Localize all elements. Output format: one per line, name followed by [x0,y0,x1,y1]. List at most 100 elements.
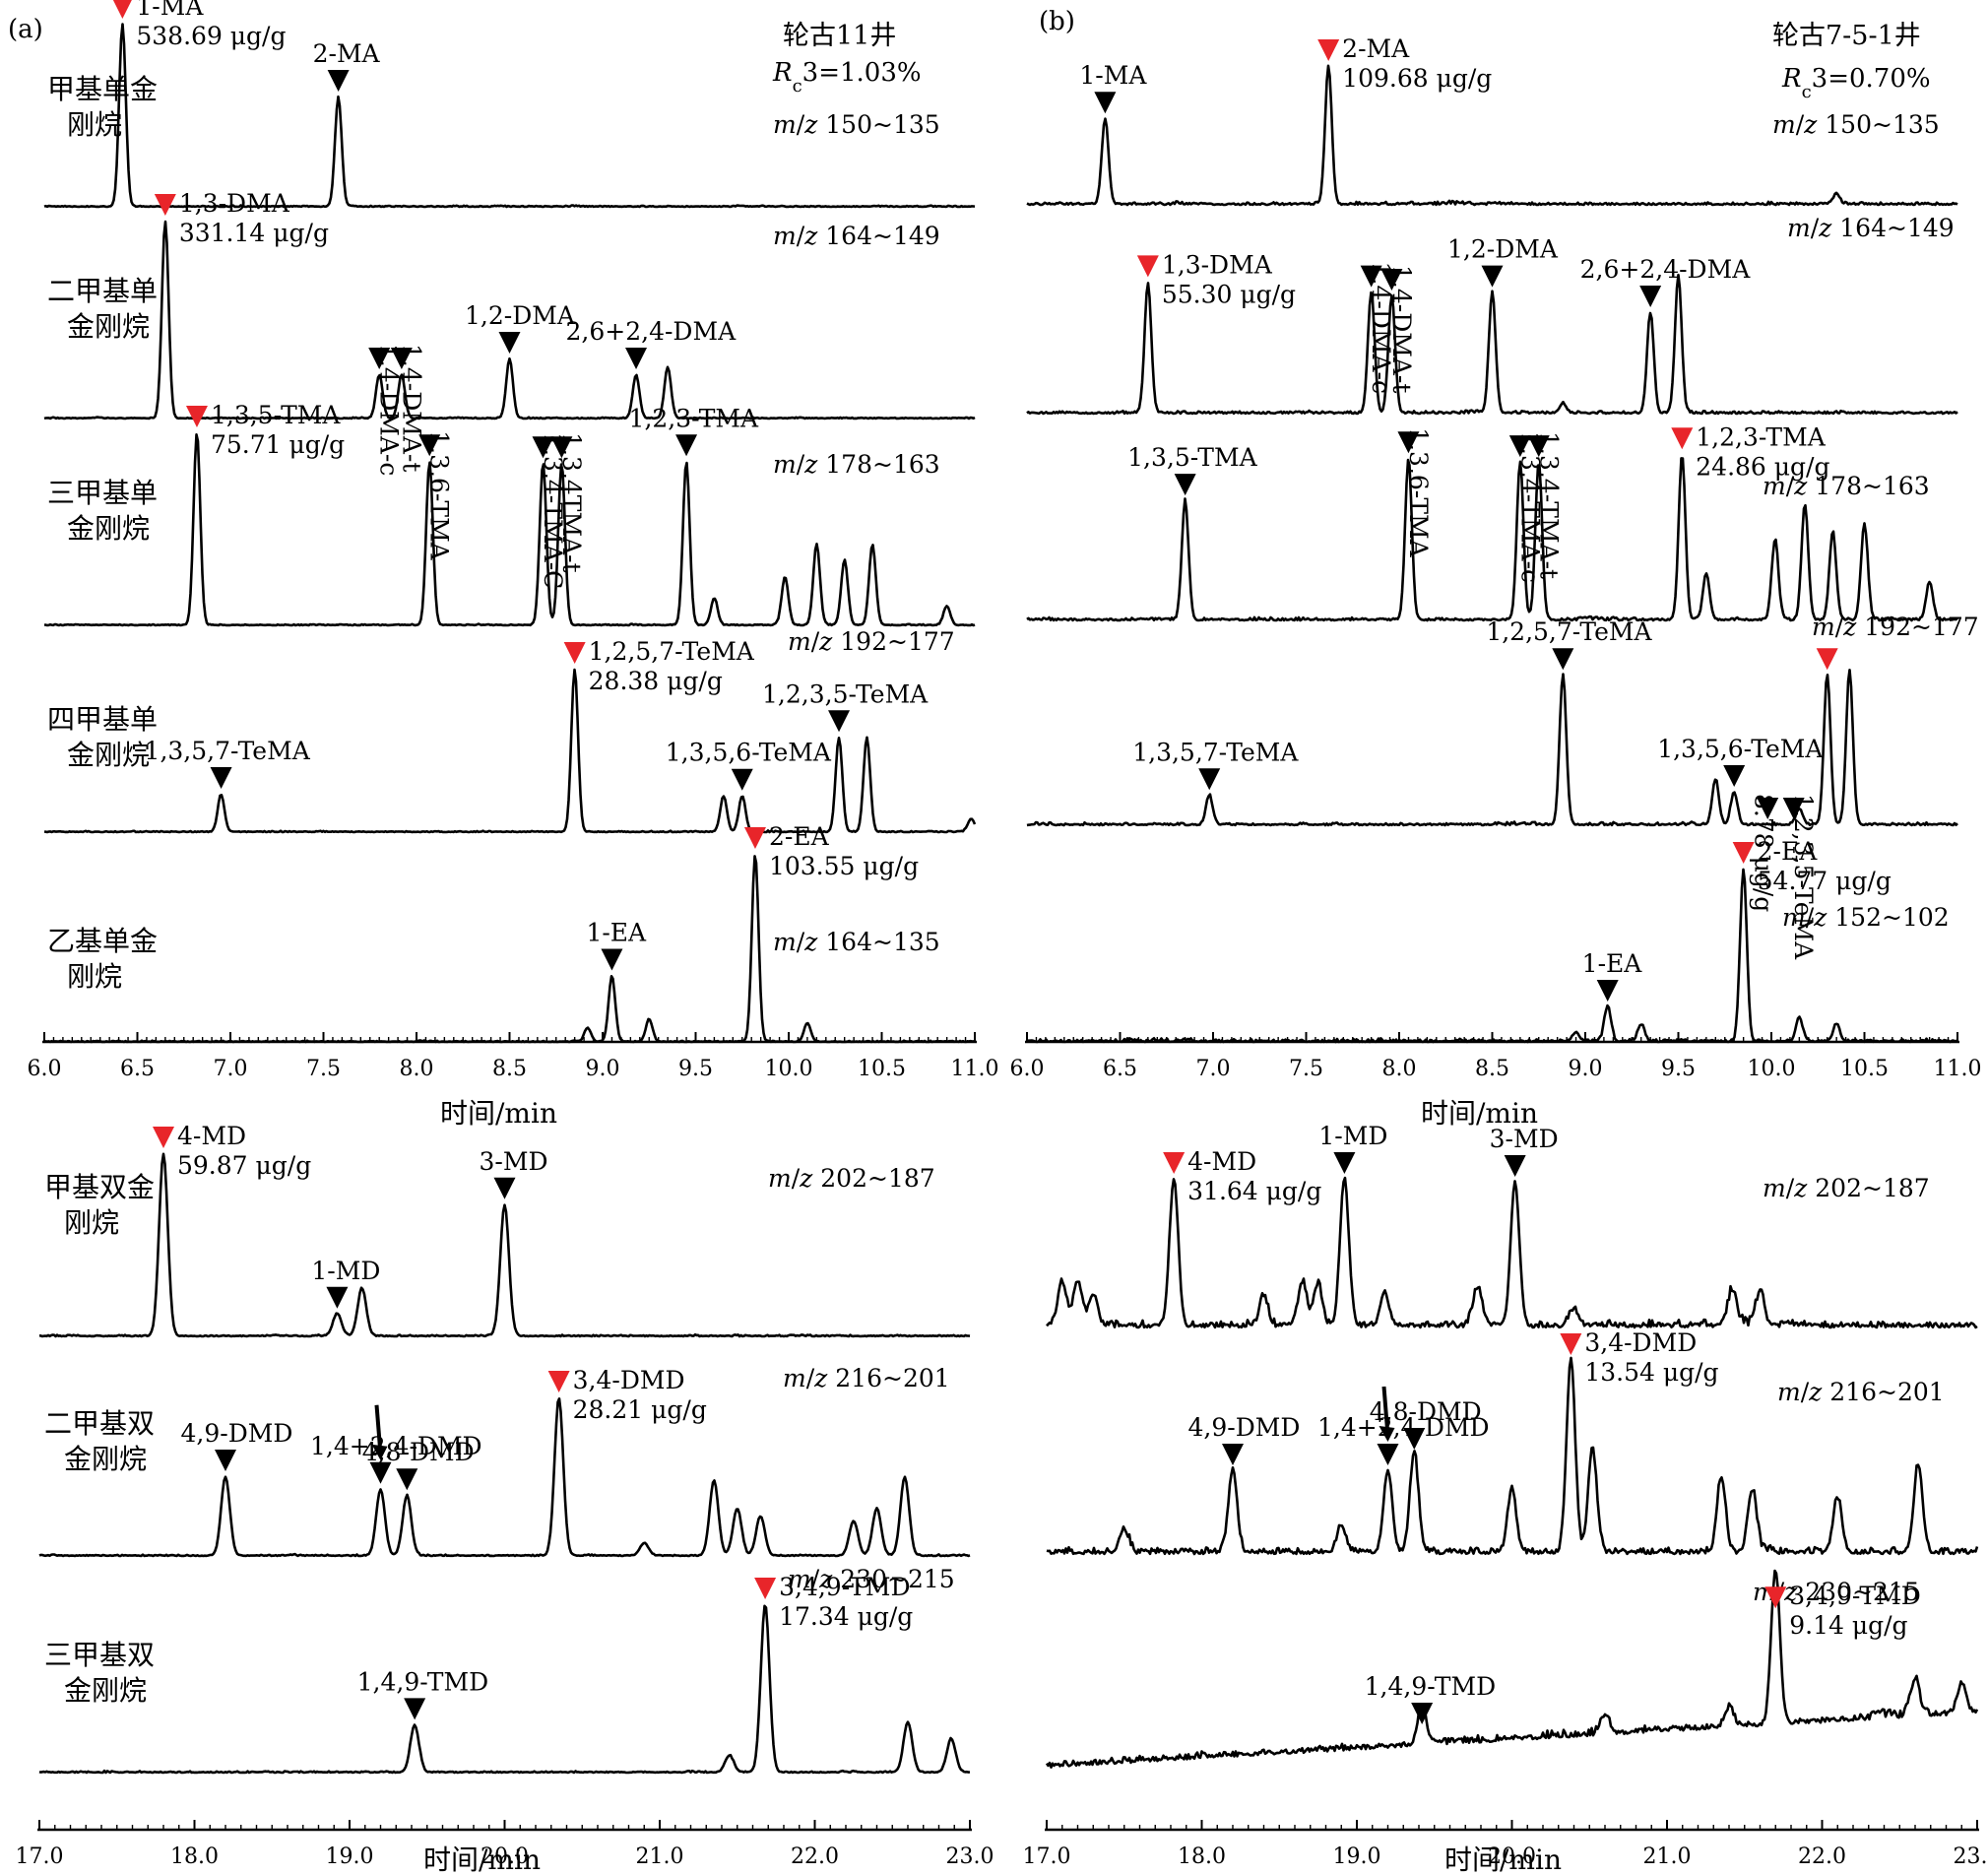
peak-label-vertical: 1,3,6-TMA [1404,427,1433,557]
peak-label: 1,3,5,6-TeMA [666,739,832,767]
row-label: 刚烷 [67,108,122,141]
row-label: 金刚烷 [64,1674,147,1707]
x-tick-label: 23.0 [946,1844,994,1869]
chromatogram-trace [1026,273,1958,416]
arrow-head [371,1444,388,1460]
x-tick-label: 10.5 [858,1057,906,1081]
peak-label: 59.87 μg/g [177,1151,311,1180]
peak-label-vertical: 1,3,4TMA-t [557,432,586,572]
mz-label: m/z 164~149 [1787,214,1955,242]
x-tick-label: 8.5 [1475,1057,1509,1081]
peak-marker [1757,798,1779,819]
peak-label: 24.86 μg/g [1696,452,1829,481]
red-peak-marker [743,827,766,849]
row-label: 金刚烷 [64,1443,147,1475]
x-tick-label: 22.0 [1798,1844,1846,1869]
peak-label-vertical: 1,3,4-TMA-t [1534,431,1563,579]
x-tick-label: 8.5 [492,1057,527,1081]
peak-label-vertical: 1,3,4-TMA-C [539,432,567,589]
peak-label: 1,3,5,7-TeMA [145,737,311,765]
peak-label: 1-EA [586,919,647,947]
peak-marker [675,434,698,457]
x-tick-label: 7.5 [306,1057,341,1081]
x-tick-label: 9.0 [586,1057,620,1081]
peak-marker [1552,648,1574,671]
red-peak-marker [1136,255,1159,278]
peak-label: 1,2-DMA [1447,235,1559,264]
x-tick-label: 21.0 [636,1844,684,1869]
x-axis-title-b1: 时间/min [1421,1097,1538,1130]
row-label: 乙基单金 [47,925,158,957]
x-tick-label: 7.0 [1196,1057,1231,1081]
chromatogram-trace [1045,1569,1979,1769]
peak-marker [1504,1155,1526,1177]
panel-a-well-title: 轮古11井 [783,21,896,51]
peak-label-vertical: 1,4-DMA-t [1387,265,1416,393]
peak-marker [1403,1428,1426,1450]
mz-label: m/z 216~201 [1777,1378,1945,1406]
peak-label: 2-EA [1758,837,1819,866]
peak-marker [1222,1444,1244,1465]
peak-label: 331.14 μg/g [179,219,329,247]
peak-label: 1,2,3-TMA [1696,422,1826,451]
red-peak-marker [1671,427,1694,450]
peak-label: 2-MA [313,39,381,68]
peak-label: 4,9-DMD [1188,1413,1301,1442]
peak-marker [1333,1152,1356,1174]
red-peak-marker [154,194,176,216]
mz-label: m/z 202~187 [1763,1174,1930,1202]
peak-marker [368,348,391,369]
mz-label: m/z 230~215 [1753,1578,1920,1606]
peak-label: 75.71 μg/g [211,430,345,459]
peak-label: 28.21 μg/g [573,1395,707,1424]
peak-marker [369,1461,392,1484]
peak-label: 538.69 μg/g [136,22,286,50]
peak-label: 2,6+2,4-DMA [566,317,737,346]
peak-label: 1,3-DMA [179,189,290,218]
chromatogram-trace [43,668,977,834]
peak-label-vertical: 8.78 μg/g [1750,794,1778,912]
chromatogram-trace [1046,1356,1979,1556]
peak-label: 3,4,9-TMD [779,1573,910,1601]
peak-label-vertical: 1,2,3,5-TeMA [1789,794,1818,960]
peak-label: 1,3,5,7-TeMA [1132,738,1299,766]
peak-label: 2-EA [769,822,830,851]
peak-marker [1094,92,1117,114]
red-peak-marker [185,406,208,427]
peak-label: 4,8-DMD [362,1438,475,1466]
peak-label: 4-MD [1187,1147,1256,1176]
peak-label: 1,3-DMA [1162,250,1273,279]
red-peak-marker [153,1127,174,1148]
peak-marker [1639,286,1662,307]
red-peak-marker [547,1371,570,1392]
peak-label-vertical: 1,3,6-TMA [425,430,454,560]
peak-marker [1397,431,1420,454]
mz-label: m/z 150~135 [1772,110,1940,139]
row-label: 甲基单金 [47,73,158,105]
peak-marker [1377,1444,1399,1465]
peak-marker [390,348,413,369]
x-tick-label: 10.5 [1840,1057,1889,1081]
x-tick-label: 6.5 [120,1057,155,1081]
peak-marker [1527,435,1550,458]
peak-label: 54.77 μg/g [1758,867,1892,895]
row-label: 二甲基双 [44,1407,155,1440]
x-tick-label: 7.0 [214,1057,248,1081]
red-peak-marker [1732,842,1755,864]
peak-label: 1,2-DMA [465,301,576,330]
panel-b-well-title: 轮古7-5-1井 [1772,21,1921,51]
x-axis-title-a2: 时间/min [423,1844,541,1876]
mz-label: m/z 150~135 [773,110,940,139]
x-tick-label: 17.0 [16,1844,64,1869]
chromatogram-trace [1026,64,1958,207]
peak-marker [404,1698,426,1720]
mz-label: m/z 192~177 [788,627,955,656]
peak-marker [1723,765,1746,787]
peak-label: 1-MA [136,0,204,21]
x-tick-label: 19.0 [1333,1844,1381,1869]
x-tick-label: 17.0 [1023,1844,1071,1869]
chromatogram-trace [38,1397,971,1558]
peak-label: 1-MD [311,1257,380,1285]
peak-marker [1508,435,1531,458]
